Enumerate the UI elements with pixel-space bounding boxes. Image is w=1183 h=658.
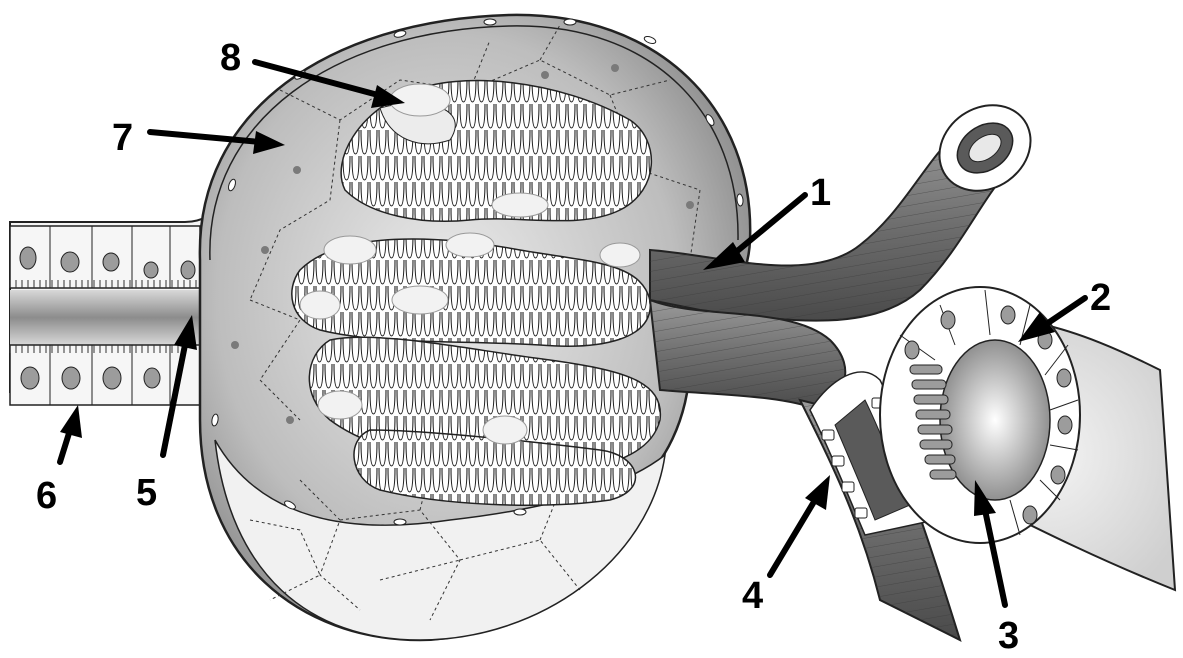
- arrow-6-head: [60, 405, 82, 438]
- arrow-2: [1045, 298, 1085, 325]
- upper-epithelium: [10, 226, 200, 288]
- distal-lumen: [940, 340, 1050, 500]
- label-5: 5: [136, 472, 157, 514]
- label-4: 4: [742, 575, 763, 617]
- lower-epithelium: [10, 345, 200, 405]
- arrow-6: [60, 430, 70, 462]
- label-8: 8: [220, 37, 241, 79]
- arrow-4: [770, 500, 815, 575]
- label-6: 6: [36, 475, 57, 517]
- label-2: 2: [1090, 277, 1111, 319]
- label-1: 1: [810, 172, 831, 214]
- label-7: 7: [112, 117, 133, 159]
- label-3: 3: [998, 615, 1019, 657]
